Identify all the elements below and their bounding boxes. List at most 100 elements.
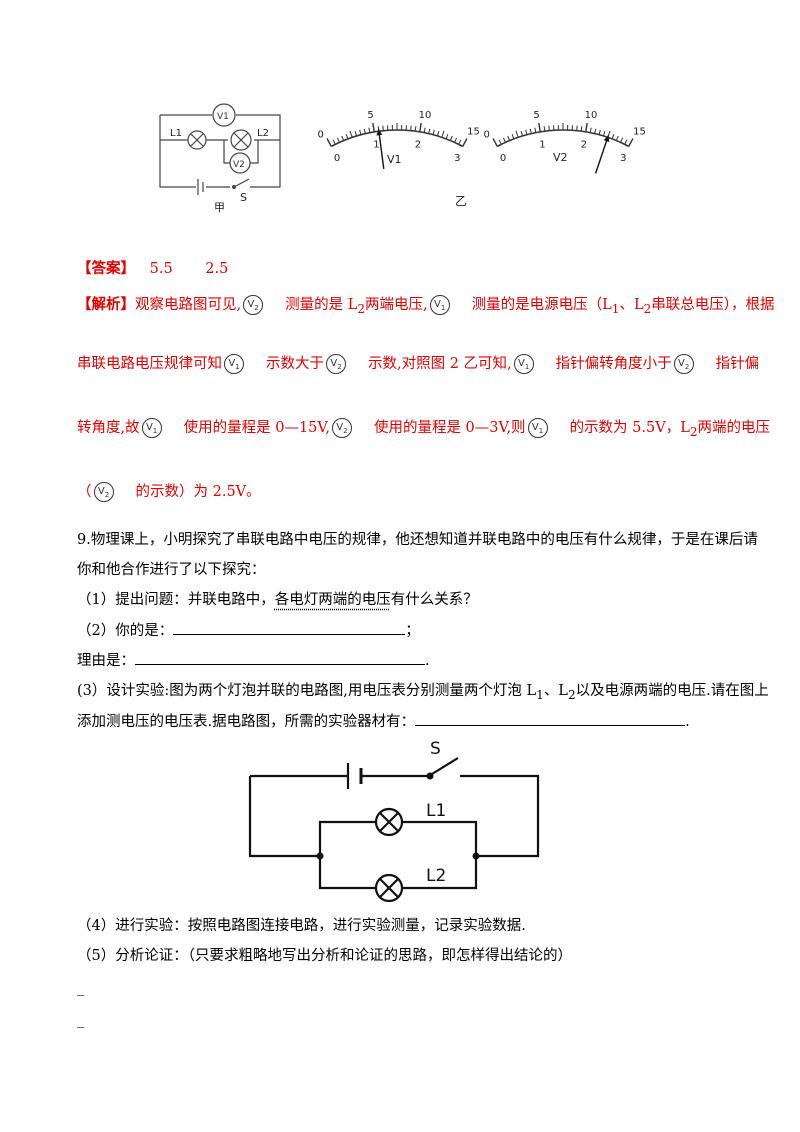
dial-zero-label: 0 [484,129,490,140]
dial-tick [341,135,345,141]
voltmeter-v2-icon: V2 [243,295,264,315]
dial-bottom-tick-label: 3 [454,153,460,164]
q9-intro-1: 9.物理课上，小明探究了串联电路中电压的规律，他还想知道并联电路中的电压有什么规… [77,532,758,548]
dial-top-tick-label: 5 [533,110,539,121]
dial-tick [441,130,445,138]
dial-tick [462,138,468,147]
subscript: 1 [536,687,544,702]
analysis-text: 使用的量程是 0—15V, [183,420,330,436]
dial-needle [594,135,610,174]
q9-text: （1）提出问题：并联电路中， [77,592,275,608]
q9-text: 添加测电压的电压表.据电路图，所需的实验器材有： [77,714,416,730]
q9-text: （2）你的是： [77,623,174,639]
q9-text: (3）设计实验:图为两个灯泡并联的电路图,用电压表分别测量两个灯泡 L [77,683,537,699]
dial-bottom-tick-label: 0 [334,153,340,164]
q9-part-5: （5）分析论证：（只要求粗略地写出分析和论证的思路，即怎样得出结论的） [77,948,572,964]
analysis-text: 、L [619,297,644,313]
dial-top-tick-label: 5 [367,110,373,121]
analysis-text: （ [77,484,92,500]
q9-text: . [425,653,430,669]
dial-zero-label: 0 [318,129,324,140]
analysis-text: 两端电压, [365,297,428,313]
analysis-text: 观察电路图可见, [135,297,242,313]
dial-tick [454,137,458,143]
subscript: 2 [689,424,698,439]
fig1-s: S [240,191,247,204]
q9-text: ； [405,623,420,639]
analysis-text: 测量的是电源电压（L [471,297,612,313]
voltmeter-v2-icon: V2 [326,354,346,374]
equipment-blank[interactable] [415,711,686,726]
voltmeter-v1-icon: V1 [527,418,548,438]
fig2-l2: L2 [426,866,446,886]
dial-tick [624,139,628,145]
hypothesis-blank[interactable] [173,620,406,635]
subscript: 2 [643,301,652,316]
voltmeter-v1-icon: V1 [429,295,450,315]
q9-part-3b: 添加测电压的电压表.据电路图，所需的实验器材有：. [77,711,690,732]
q9-text: 理由是： [77,653,135,669]
answer-line: 【答案】 5.5 2.5 [77,259,228,279]
subscript: 1 [611,301,620,316]
subscript: 2 [357,301,366,316]
reason-blank[interactable] [135,650,425,665]
subscript: 2 [567,687,576,702]
q9-text: 、L [543,683,568,699]
analysis-text: 的示数）为 2.5V。 [135,484,261,500]
q9-part-4: （4）进行实验：按照电路图连接电路，进行实验测量，记录实验数据. [77,918,526,934]
dial-tick [615,135,619,141]
voltmeter-v2-icon: V2 [331,418,352,438]
answer-value-1: 5.5 [149,261,173,277]
analysis-text: 串联电路电压规律可知 [77,356,222,372]
answer-blank-2[interactable]: _ [77,1012,85,1028]
dial-tick [498,139,502,145]
answer-blank-1[interactable]: _ [77,980,85,996]
analysis-text: 示数,对照图 2 乙可知, [368,356,512,372]
analysis-text: 转角度,故 [77,420,140,436]
dial-arc [330,129,464,148]
parallel-circuit-diagram: S L1 L2 [248,739,540,903]
dial-top-tick-label: 10 [585,110,598,121]
voltmeter-v2-icon: V2 [93,482,114,502]
dial-tick [449,135,453,141]
dial-needle-head [376,129,383,136]
analysis-text: 的示数为 5.5V，L [569,420,690,436]
dial-tick [492,138,498,147]
q9-emphasis: 各电灯两端的电压 [274,592,391,608]
analysis-text: 示数大于 [266,356,324,372]
dial-top-tick-label: 10 [419,110,432,121]
q9-part-1: （1）提出问题：并联电路中，各电灯两端的电压有什么关系？ [77,590,478,610]
q9-part-3a: (3）设计实验:图为两个灯泡并联的电路图,用电压表分别测量两个灯泡 L1、L2以… [77,681,769,705]
dial-needle-head [603,135,610,143]
q9-text: 以及电源两端的电压.请在图上 [575,683,769,699]
fig1-caption: 甲 [214,201,225,213]
dial-bottom-tick-label: 0 [500,153,506,164]
dial-needle [377,129,385,169]
dial-tick [419,122,422,132]
analysis-text: 两端的电压 [697,420,771,436]
dial-tick [458,139,462,145]
dial-bottom-tick-label: 2 [415,140,421,151]
q9-intro-2: 你和他合作进行了以下探究： [77,562,266,578]
dial-tick [628,138,634,147]
dial-tick [502,137,506,143]
q9-part-2: （2）你的是： ； [77,620,420,641]
q9-text: 有什么关系？ [390,592,478,608]
voltmeter-v1-icon: V1 [141,418,162,438]
q9-text: . [685,714,690,730]
q9-reason: 理由是：. [77,650,430,671]
dial-tick [349,130,353,138]
dial-bottom-tick-label: 1 [539,140,545,151]
dial-tick [620,137,624,143]
voltmeter-v1-icon: V1 [513,354,534,374]
analysis-label: 【解析】 [77,296,135,313]
analysis-text: 使用的量程是 0—3V,则 [373,420,526,436]
answer-label: 【答案】 [77,260,135,277]
dial-bottom-tick-label: 3 [620,153,626,164]
